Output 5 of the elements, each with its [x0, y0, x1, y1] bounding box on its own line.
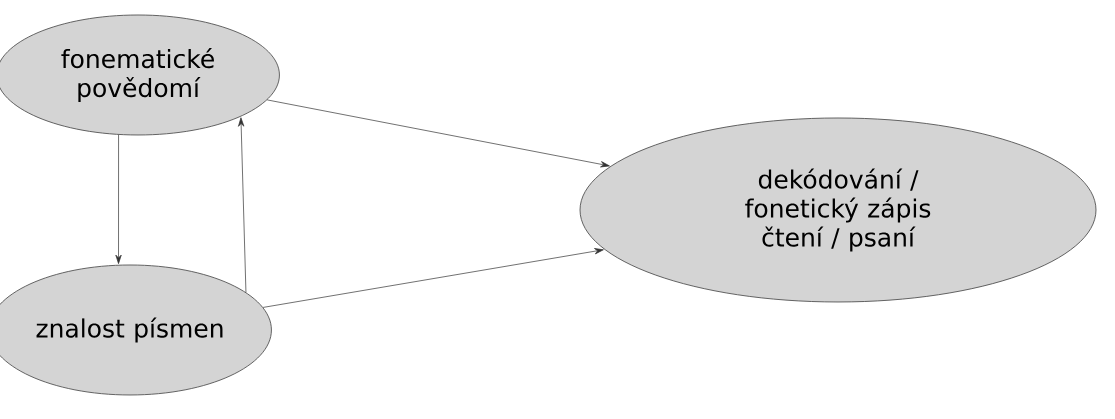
- arrow: [115, 134, 122, 264]
- arrow: [262, 248, 604, 308]
- ellipse-node: dekódování / fonetický zápis čtení / psaní: [579, 117, 1097, 303]
- arrow: [266, 99, 610, 168]
- arrow: [238, 117, 247, 293]
